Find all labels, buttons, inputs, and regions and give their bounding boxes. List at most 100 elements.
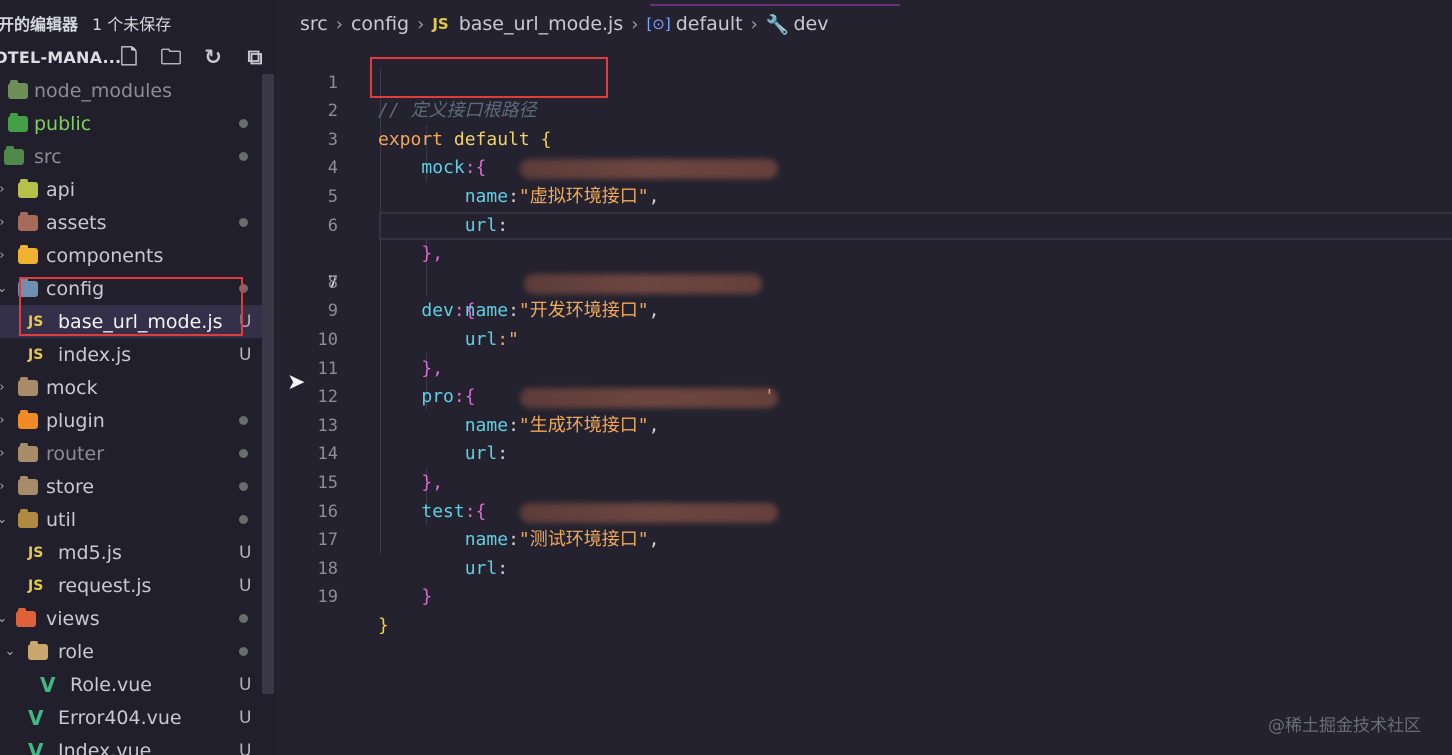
symbol-variable-icon: [⊙] <box>646 15 671 33</box>
tree-item-util[interactable]: ⌄ util <box>0 503 262 536</box>
tree-item-components[interactable]: › components <box>0 239 262 272</box>
tree-item-config[interactable]: ⌄ config <box>0 272 262 305</box>
role-folder-icon <box>28 641 48 660</box>
string-value: "开发环境接口" <box>518 300 649 322</box>
breadcrumb-config[interactable]: config <box>350 13 410 35</box>
collapse-all-icon[interactable]: ⧉ <box>247 45 263 69</box>
code-text: url: <box>378 555 508 584</box>
tree-item-label: index.js <box>58 343 132 366</box>
tree-item-error404-vue[interactable]: V Error404.vue U <box>0 701 262 734</box>
breadcrumb-file[interactable]: base_url_mode.js <box>458 13 624 35</box>
breadcrumb-dev[interactable]: dev <box>793 13 829 35</box>
status-dot <box>239 218 248 227</box>
new-file-icon[interactable]: 🗋 <box>120 45 138 69</box>
tree-item-store[interactable]: › store <box>0 470 262 503</box>
new-folder-icon[interactable]: 🗀 <box>160 45 182 69</box>
code-text: } <box>378 612 389 641</box>
chevron-down-icon: ⌄ <box>0 281 8 296</box>
colon: : <box>508 529 519 551</box>
refresh-icon[interactable]: ↻ <box>204 45 222 69</box>
vue-file-icon: V <box>40 672 56 697</box>
tree-item-index-js[interactable]: JS index.js U <box>0 338 262 371</box>
brace: :{ <box>453 300 476 322</box>
code-line-1: 1 // 定义接口根路径 <box>276 40 1452 122</box>
tree-item-role[interactable]: ⌄ role <box>0 635 262 668</box>
tree-item-router[interactable]: › router <box>0 437 262 470</box>
tree-item-assets[interactable]: › assets <box>0 206 262 239</box>
tree-item-index-vue[interactable]: V Index.vue U <box>0 734 262 755</box>
code-line-12: 12 name:"生成环境接口", <box>276 355 1452 436</box>
code-text: url: <box>378 440 508 469</box>
api-folder-icon <box>18 179 38 198</box>
tree-item-label: request.js <box>58 574 152 597</box>
code-editor[interactable]: src › config › JS base_url_mode.js › [⊙]… <box>276 0 1452 755</box>
code-lines[interactable]: 1 // 定义接口根路径 2 export default { 3 mock:{… <box>276 40 1452 636</box>
status-dot <box>239 284 248 293</box>
js-file-icon: JS <box>432 15 449 33</box>
tree-item-mock[interactable]: › mock <box>0 371 262 404</box>
code-text: // 定义接口根路径 <box>378 97 537 126</box>
code-line-4: 4 name:"虚拟环境接口", <box>276 126 1452 207</box>
status-dot <box>239 152 248 161</box>
chevron-down-icon: ⌄ <box>0 611 8 626</box>
js-file-icon: JS <box>28 313 44 330</box>
line-number: 5 <box>327 186 338 207</box>
tree-item-api[interactable]: › api <box>0 173 262 206</box>
tree-item-label: plugin <box>46 409 105 432</box>
property-key: name <box>464 414 509 436</box>
line-number: 18 <box>317 558 338 579</box>
chevron-right-icon: › <box>0 182 8 197</box>
indent-guide <box>426 125 427 182</box>
untracked-badge: U <box>239 740 252 755</box>
line-number: 11 <box>317 358 338 379</box>
js-file-icon: JS <box>28 346 44 363</box>
components-folder-icon <box>18 245 38 264</box>
tree-item-request-js[interactable]: JS request.js U <box>0 569 262 602</box>
tree-item-label: store <box>46 475 95 498</box>
chevron-right-icon: › <box>0 446 8 461</box>
tree-item-plugin[interactable]: › plugin <box>0 404 262 437</box>
sidebar-scrollbar[interactable] <box>262 74 274 694</box>
tree-item-label: Role.vue <box>70 673 152 696</box>
code-line-2: 2 export default { <box>276 69 1452 150</box>
project-header[interactable]: OTEL-MANA... 🗋 🗀 ↻ ⧉ <box>0 40 276 74</box>
tree-item-src[interactable]: src <box>0 140 262 173</box>
line-number: 1 <box>327 72 338 93</box>
code-text: pro:{ <box>378 383 475 412</box>
code-line-8: 8 name:"开发环境接口", <box>276 240 1452 322</box>
public-folder-icon <box>8 113 28 132</box>
status-dot <box>239 449 248 458</box>
tree-item-public[interactable]: public <box>0 107 262 140</box>
blurred-url <box>520 502 778 523</box>
code-line-5: 5 url: <box>276 154 1452 236</box>
watermark: @稀土掘金技术社区 <box>1268 716 1421 736</box>
code-line-7: 7 dev:{ <box>276 211 1452 321</box>
tree-item-md5-js[interactable]: JS md5.js U <box>0 536 262 569</box>
indent-guide <box>426 468 427 525</box>
blurred-url <box>524 273 762 294</box>
breadcrumb-default[interactable]: default <box>675 13 743 35</box>
open-editors-header[interactable]: 开的编辑器 1 个未保存 <box>0 0 276 46</box>
chevron-right-icon: › <box>0 413 8 428</box>
property-key: name <box>464 300 509 322</box>
tree-item-node-modules[interactable]: node_modules <box>0 74 262 107</box>
tree-item-role-vue[interactable]: V Role.vue U <box>0 668 262 701</box>
code-line-16: 16 name:"测试环境接口", <box>276 469 1452 551</box>
chevron-right-icon: › <box>0 248 8 263</box>
chevron-down-icon: ⌄ <box>4 644 16 659</box>
annotation-box-export-default <box>370 57 608 98</box>
line-number: 6 <box>327 215 338 236</box>
code-line-3: 3 mock:{ <box>276 97 1452 179</box>
line-number: 8 <box>327 272 338 293</box>
code-text: name:"测试环境接口", <box>378 526 660 555</box>
breadcrumb-src[interactable]: src <box>300 13 328 35</box>
colon: : <box>508 300 519 322</box>
code-text: dev:{ <box>378 297 476 326</box>
tree-item-label: Error404.vue <box>58 706 182 729</box>
tree-item-label: components <box>46 244 164 267</box>
line-number: 17 <box>317 530 338 551</box>
line-number: 4 <box>327 158 338 179</box>
tree-item-base-url-mode-js[interactable]: JS base_url_mode.js U <box>0 305 262 338</box>
property-key: name <box>464 185 509 207</box>
tree-item-views[interactable]: ⌄ views <box>0 602 262 635</box>
